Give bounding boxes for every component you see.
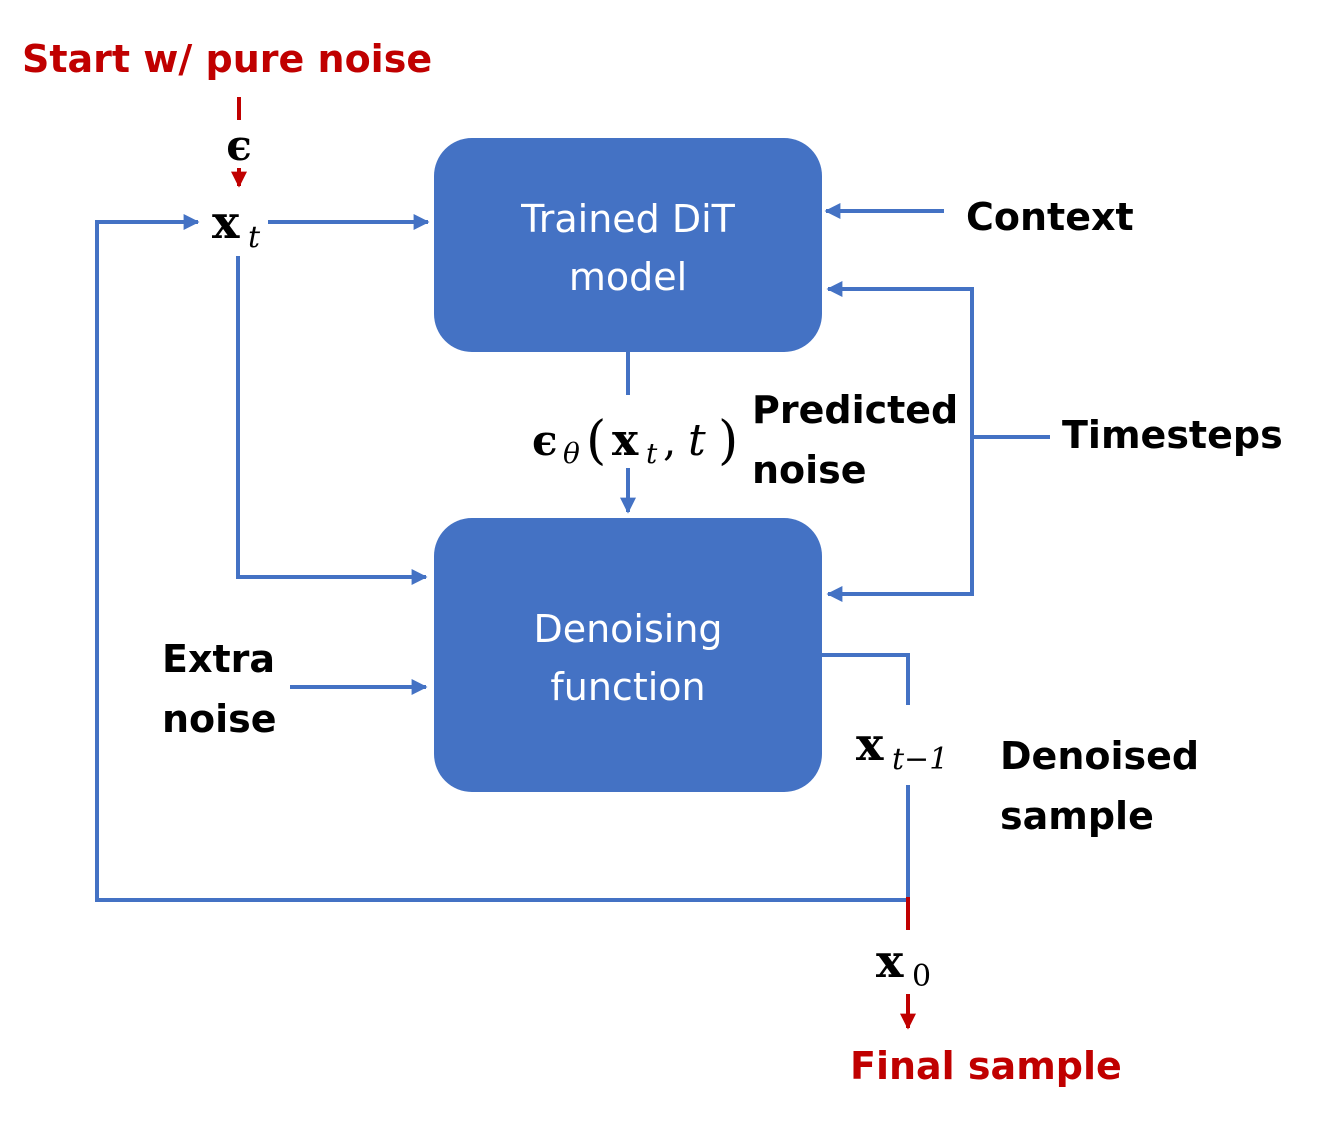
trained-dit-model-box bbox=[434, 138, 822, 352]
denoised-sample-label-line1: Denoised bbox=[1000, 734, 1199, 778]
eps-theta-x-subscript: t bbox=[646, 437, 658, 470]
extra-noise-label-line1: Extra bbox=[162, 637, 275, 681]
model-box-line1: Trained DiT bbox=[520, 197, 736, 241]
xt-minus-1-symbol: x t−1 bbox=[856, 717, 948, 777]
xt-minus-1-subscript: t−1 bbox=[892, 742, 948, 777]
x0-subscript: 0 bbox=[912, 959, 931, 994]
xt-symbol: x t bbox=[212, 195, 261, 255]
xt-x: x bbox=[212, 195, 240, 249]
timesteps-to-model-arrow bbox=[826, 281, 974, 437]
final-sample-label: Final sample bbox=[850, 1044, 1122, 1088]
denoise-output-line bbox=[822, 653, 910, 705]
denoising-function-box bbox=[434, 518, 822, 792]
eps-theta-epsilon: ϵ bbox=[532, 416, 558, 465]
loop-back-arrow bbox=[95, 214, 908, 902]
epsilon-symbol: ϵ bbox=[226, 121, 252, 170]
predicted-noise-label-line2: noise bbox=[752, 448, 867, 492]
epsilon-theta-expression: ϵ θ ( x t , t ) bbox=[532, 411, 738, 471]
xt-minus-1-x: x bbox=[856, 717, 884, 771]
model-box-line2: model bbox=[569, 255, 687, 299]
x0-symbol: x 0 bbox=[876, 934, 931, 994]
eps-theta-subscript: θ bbox=[563, 437, 580, 470]
denoised-sample-label-line2: sample bbox=[1000, 794, 1154, 838]
eps-theta-t: t bbox=[688, 415, 706, 466]
predicted-noise-label-line1: Predicted bbox=[752, 388, 958, 432]
denoise-box-line1: Denoising bbox=[533, 607, 722, 651]
eps-theta-close-paren: ) bbox=[718, 411, 738, 471]
timesteps-to-denoise-arrow bbox=[826, 437, 974, 602]
extra-noise-label-line2: noise bbox=[162, 697, 277, 741]
start-label: Start w/ pure noise bbox=[22, 37, 432, 81]
eps-theta-comma: , bbox=[663, 416, 676, 465]
timesteps-label: Timesteps bbox=[1062, 413, 1283, 457]
eps-theta-x: x bbox=[612, 415, 639, 466]
xt-to-denoise-arrow bbox=[236, 256, 428, 585]
eps-theta-open-paren: ( bbox=[586, 411, 606, 471]
context-label: Context bbox=[966, 195, 1134, 239]
xt-subscript: t bbox=[248, 220, 261, 255]
denoise-box-line2: function bbox=[550, 665, 705, 709]
x0-x: x bbox=[876, 934, 904, 988]
